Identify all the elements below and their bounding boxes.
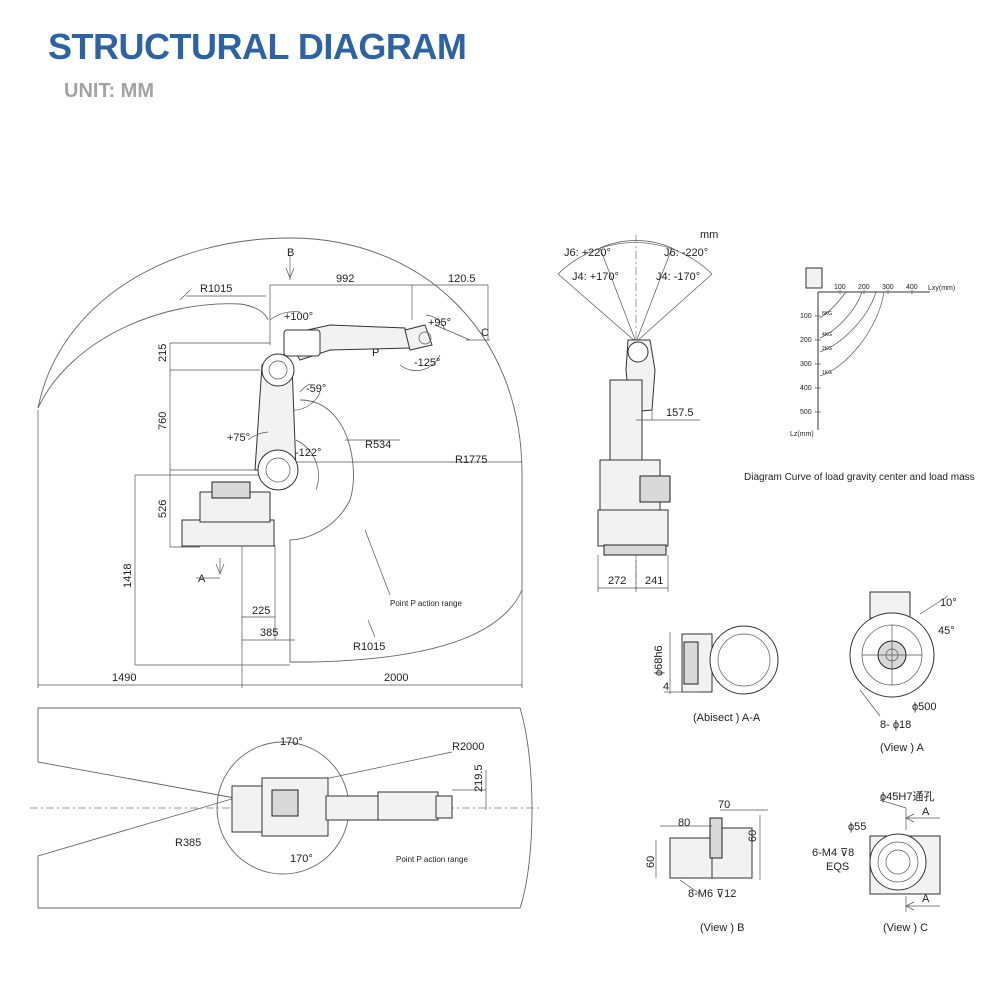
front-view: mm J6: +220° J6: -220° J4: +170° J4: -17… xyxy=(557,229,718,592)
view-c-dia-45: ϕ45H7通孔 xyxy=(880,790,934,803)
envelope-outer-arc xyxy=(37,237,523,663)
angle-p95: +95° xyxy=(428,317,451,329)
view-a-holes: 8- ϕ18 xyxy=(880,719,911,731)
load-curve-1kg: 1KG xyxy=(822,370,832,376)
view-a-dia-500: ϕ500 xyxy=(912,701,937,713)
front-base xyxy=(597,509,669,547)
view-c-label-a-bottom: A xyxy=(922,893,930,905)
angle-p100: +100° xyxy=(284,311,313,323)
dim-1490: 1490 xyxy=(112,672,136,684)
r1015-top: R1015 xyxy=(200,283,232,295)
aa-caption: (Abisect ) A-A xyxy=(693,712,761,724)
load-curve-2kg: 2KG xyxy=(822,346,832,352)
view-b: 70 80 60 60 8-M6 ⊽12 (View ) B xyxy=(645,799,768,934)
view-a-angle-10: 10° xyxy=(940,597,957,609)
aa-dim-dia: ϕ68h6 xyxy=(653,645,665,676)
j4-pos: J4: +170° xyxy=(572,271,619,283)
dim-241: 241 xyxy=(645,575,663,587)
dim-215: 215 xyxy=(157,344,169,362)
top-view: 170° R2000 219.5 R385 170° Point P actio… xyxy=(30,707,540,909)
view-b-dim-70: 70 xyxy=(718,799,730,811)
load-y-tick: 100 xyxy=(800,313,812,320)
dim-992: 992 xyxy=(336,273,354,285)
section-aa: ϕ68h6 4 (Abisect ) A-A xyxy=(653,625,779,724)
j6-pos: J6: +220° xyxy=(564,247,611,259)
r1015-bottom: R1015 xyxy=(353,641,385,653)
envelope-r1015-arc xyxy=(37,303,269,409)
view-c-dia-55: ϕ55 xyxy=(848,821,866,833)
dim-120-5: 120.5 xyxy=(448,273,476,285)
load-x-tick: 100 xyxy=(834,284,846,291)
load-chart-caption: Diagram Curve of load gravity center and… xyxy=(744,472,975,483)
view-a-angle-45: 45° xyxy=(938,625,955,637)
label-c: C xyxy=(481,327,489,339)
side-view: B 992 120.5 R1015 +100° +95° C P -125° -… xyxy=(37,237,523,688)
top-arm xyxy=(325,795,381,821)
j4-neg: J4: -170° xyxy=(656,271,700,283)
view-c-thread: 6-M4 ⊽8 xyxy=(812,847,854,859)
dim-157-5: 157.5 xyxy=(666,407,694,419)
load-x-tick: 400 xyxy=(906,284,918,291)
unit-mm: mm xyxy=(700,229,718,241)
view-c-label-a-top: A xyxy=(922,806,930,818)
top-dim-219-5: 219.5 xyxy=(473,764,485,792)
load-y-axis-label: Lz(mm) xyxy=(790,431,814,438)
view-b-dim-80: 80 xyxy=(678,817,690,829)
dim-385: 385 xyxy=(260,627,278,639)
r534: R534 xyxy=(365,439,391,451)
dim-760: 760 xyxy=(157,412,169,430)
view-b-thread: 8-M6 ⊽12 xyxy=(688,888,736,900)
envelope-r534-arc xyxy=(289,399,354,541)
dim-1418: 1418 xyxy=(122,564,134,588)
load-x-tick: 200 xyxy=(858,284,870,291)
view-a-caption: (View ) A xyxy=(880,742,924,754)
angle-m122: -122° xyxy=(295,447,321,459)
load-y-tick: 500 xyxy=(800,409,812,416)
load-chart: 100 200 300 400 100 200 300 400 500 Lxy(mm) Lz(… xyxy=(744,267,975,483)
top-angle-170-b: 170° xyxy=(290,853,313,865)
top-r385: R385 xyxy=(175,837,201,849)
label-p: P xyxy=(372,347,379,359)
view-b-caption: (View ) B xyxy=(700,922,744,934)
load-x-axis-label: Lxy(mm) xyxy=(928,285,955,292)
range-note-top: Point P action range xyxy=(396,855,468,864)
top-r2000: R2000 xyxy=(452,741,484,753)
dim-526: 526 xyxy=(157,500,169,518)
dim-272: 272 xyxy=(608,575,626,587)
robot-base xyxy=(181,519,275,547)
dim-225: 225 xyxy=(252,605,270,617)
load-curve-8kg: 8KG xyxy=(822,311,832,317)
view-c-caption: (View ) C xyxy=(883,922,928,934)
view-c: ϕ45H7通孔 A ϕ55 6-M4 ⊽8 EQS A (View ) C xyxy=(812,790,941,934)
label-b: B xyxy=(287,247,294,259)
view-c-eqs: EQS xyxy=(826,861,849,873)
range-note-side: Point P action range xyxy=(390,599,462,608)
angle-m125: -125° xyxy=(414,357,440,369)
view-b-dim-60-right: 60 xyxy=(747,830,759,842)
aa-dim-4: 4 xyxy=(663,681,669,693)
dim-2000: 2000 xyxy=(384,672,408,684)
j6-neg: J6: -220° xyxy=(664,247,708,259)
view-a: 10° 45° ϕ500 8- ϕ18 (View ) A xyxy=(849,591,957,754)
load-y-tick: 300 xyxy=(800,361,812,368)
load-y-tick: 200 xyxy=(800,337,812,344)
unit-label: UNIT: MM xyxy=(64,80,154,102)
r1775: R1775 xyxy=(455,454,487,466)
page-title: STRUCTURAL DIAGRAM xyxy=(48,26,467,67)
angle-m59: -59° xyxy=(306,383,326,395)
load-y-tick: 400 xyxy=(800,385,812,392)
top-angle-170-a: 170° xyxy=(280,736,303,748)
load-curve-4kg: 4KG xyxy=(822,332,832,338)
label-a: A xyxy=(198,573,206,585)
load-x-tick: 300 xyxy=(882,284,894,291)
top-envelope xyxy=(37,707,533,909)
view-b-dim-60-left: 60 xyxy=(645,856,657,868)
angle-p75: +75° xyxy=(227,432,250,444)
